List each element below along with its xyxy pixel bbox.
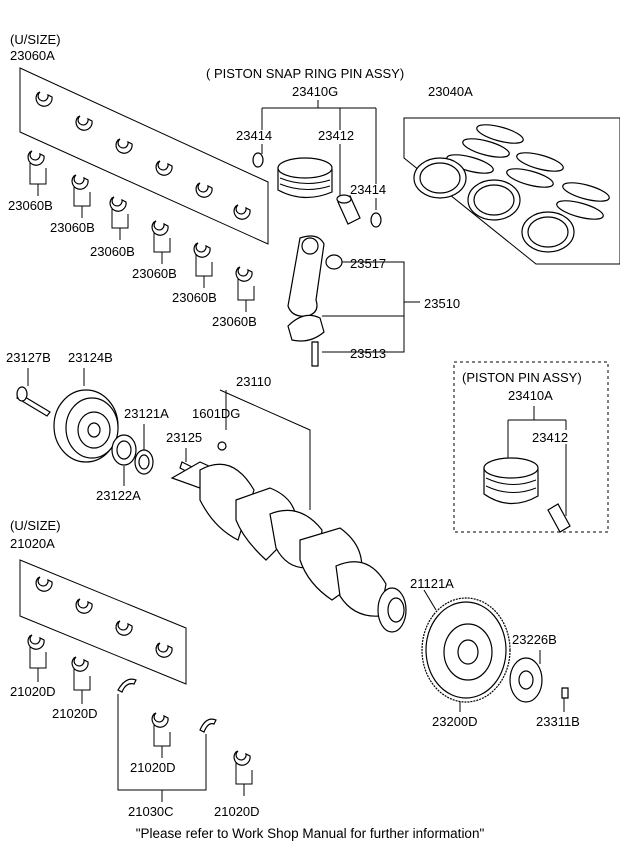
label-21121A: 21121A [410,576,454,591]
washer-23121A [134,449,154,475]
label-23311B: 23311B [536,714,580,729]
sprocket-23122A [111,434,137,466]
label-piston-snap-ring-pin-assy: ( PISTON SNAP RING PIN ASSY) [206,66,404,81]
label-23060B-4: 23060B [132,266,177,281]
label-21020D-4: 21020D [214,804,260,819]
label-23040A: 23040A [428,84,473,99]
bearing-panel-21020A [19,559,187,685]
label-23414-b: 23414 [350,182,386,197]
label-1601DG: 1601DG [192,406,240,421]
piston-ring-set-23040A [403,117,620,265]
label-23124B: 23124B [68,350,113,365]
label-23510: 23510 [424,296,460,311]
conrod-bolt [311,341,319,367]
piston-snap-ring-pin-assy [252,100,382,228]
bearing-set-23060 [19,67,269,312]
bearing-shells-23060A [35,91,251,220]
label-23513: 23513 [350,346,386,361]
label-21020A: 21020A [10,536,55,551]
label-23060B-6: 23060B [212,314,257,329]
label-23060B-1: 23060B [8,198,53,213]
label-23412-b: 23412 [532,430,568,445]
snap-ring-right [370,212,382,228]
piston-pin-assy-box [453,361,609,533]
thrust-washer-b [199,718,217,733]
crank-pulley-group [16,368,154,486]
conrod-cap [287,314,325,342]
label-21020D-1: 21020D [10,684,56,699]
label-23121A: 23121A [124,406,169,421]
piston-pin-23412-b [547,503,571,533]
label-23125: 23125 [166,430,202,445]
conrod-body [287,235,325,317]
label-23060A: 23060A [10,48,55,63]
label-23414-a: 23414 [236,128,272,143]
label-23060B-2: 23060B [50,220,95,235]
label-23226B: 23226B [512,632,557,647]
label-23122A: 23122A [96,488,141,503]
thrust-washer-a [117,678,137,693]
label-23060B-3: 23060B [90,244,135,259]
plate-23226B [509,650,543,703]
label-23110: 23110 [236,374,271,389]
footer-note: "Please refer to Work Shop Manual for fu… [136,826,485,841]
label-23127B: 23127B [6,350,51,365]
label-23517: 23517 [350,256,386,271]
label-23410G: 23410G [292,84,338,99]
piston-pin-23412 [336,194,361,225]
label-21020D-3: 21020D [130,760,176,775]
label-21030C: 21030C [128,804,174,819]
label-23410A: 23410A [508,388,553,403]
flywheel-23200D [421,597,511,712]
crank-pulley-23124B [53,389,119,463]
label-21020D-2: 21020D [52,706,98,721]
crankshaft-23110 [170,389,407,633]
label-23060-undersize: (U/SIZE) [10,32,61,47]
bolt-23311B [561,687,569,712]
dowel-1601DG [217,441,227,451]
snap-ring-left [252,152,264,168]
label-23412-a: 23412 [318,128,354,143]
label-23060B-5: 23060B [172,290,217,305]
label-21020-undersize: (U/SIZE) [10,518,61,533]
small-end-bushing [325,254,343,270]
connecting-rod-23510 [287,235,420,367]
bearing-shells-23060B [27,150,253,282]
bearing-set-21020 [19,559,253,802]
bearing-panel-23060A [19,67,269,245]
ring-panel [403,117,620,265]
label-piston-pin-assy: (PISTON PIN ASSY) [462,370,582,385]
label-23200D: 23200D [432,714,478,729]
piston-23410G [277,157,333,199]
piston-23410A [483,457,539,505]
